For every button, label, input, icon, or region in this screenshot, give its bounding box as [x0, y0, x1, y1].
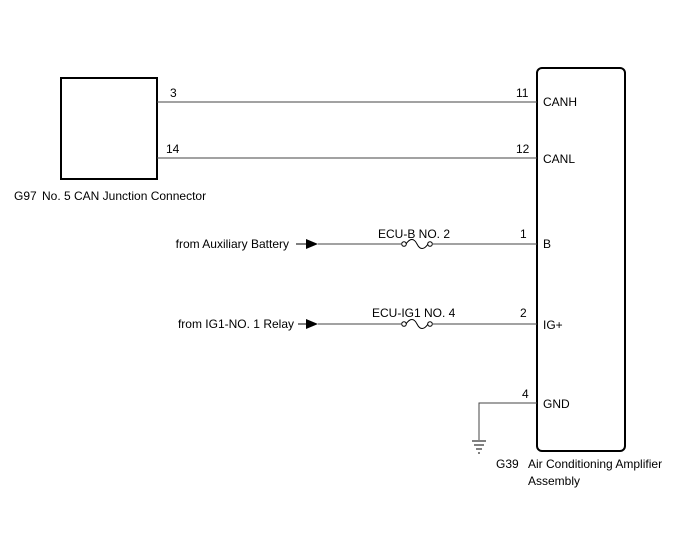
amplifier-pin-label-b: B	[543, 237, 551, 251]
arrow-right-icon	[306, 319, 318, 329]
ground-icon	[472, 440, 486, 454]
amplifier-pin-number-b: 1	[520, 227, 527, 241]
amplifier-code: G39	[496, 457, 519, 471]
air-conditioning-amplifier-box	[536, 67, 626, 452]
amplifier-name-line2: Assembly	[528, 474, 580, 488]
amplifier-pin-label-gnd: GND	[543, 397, 570, 411]
amplifier-pin-number-gnd: 4	[522, 387, 529, 401]
battery-source-label: from Auxiliary Battery	[176, 237, 289, 251]
fuse-label-ecu-ig1: ECU-IG1 NO. 4	[372, 306, 456, 320]
relay-source-label: from IG1-NO. 1 Relay	[178, 317, 294, 331]
connector-name: No. 5 CAN Junction Connector	[42, 189, 206, 203]
connector-pin-canl: 14	[166, 142, 180, 156]
amplifier-pin-number-canl: 12	[516, 142, 530, 156]
arrow-right-icon	[306, 239, 318, 249]
amplifier-pin-number-ig: 2	[520, 306, 527, 320]
amplifier-name-line1: Air Conditioning Amplifier	[528, 457, 662, 471]
connector-pin-canh: 3	[170, 86, 177, 100]
connector-code: G97	[14, 189, 37, 203]
can-junction-connector-box	[60, 77, 158, 180]
gnd-wire	[478, 402, 537, 440]
amplifier-pin-label-ig: IG+	[543, 318, 563, 332]
fuse-label-ecu-b: ECU-B NO. 2	[378, 227, 450, 241]
amplifier-pin-label-canh: CANH	[543, 95, 577, 109]
fuse-icon	[401, 319, 433, 329]
amplifier-pin-number-canh: 11	[516, 86, 529, 100]
amplifier-pin-label-canl: CANL	[543, 152, 575, 166]
